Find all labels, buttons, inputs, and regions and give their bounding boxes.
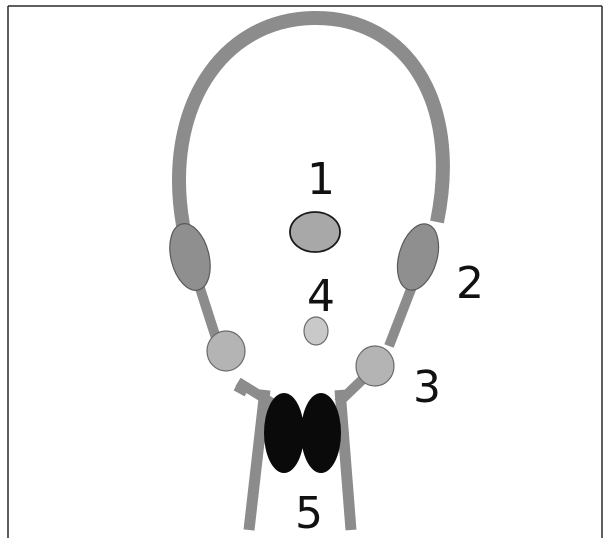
label-5: 5 [295,488,323,538]
left-tube-stub [236,386,247,392]
label-4: 4 [307,271,335,322]
right-medium-oval [356,346,394,386]
left-tube-upper [198,282,216,338]
label-3: 3 [413,362,441,413]
label-2: 2 [456,258,484,309]
left-large-oval [163,219,216,294]
dark-body-left [264,393,304,473]
right-stem [340,390,351,530]
right-tube-upper [389,284,413,346]
left-stem [249,390,265,530]
label-1: 1 [307,154,335,205]
right-large-oval [390,219,445,295]
left-medium-oval [207,331,245,371]
dark-body-right [301,393,341,473]
central-oval [290,212,340,252]
